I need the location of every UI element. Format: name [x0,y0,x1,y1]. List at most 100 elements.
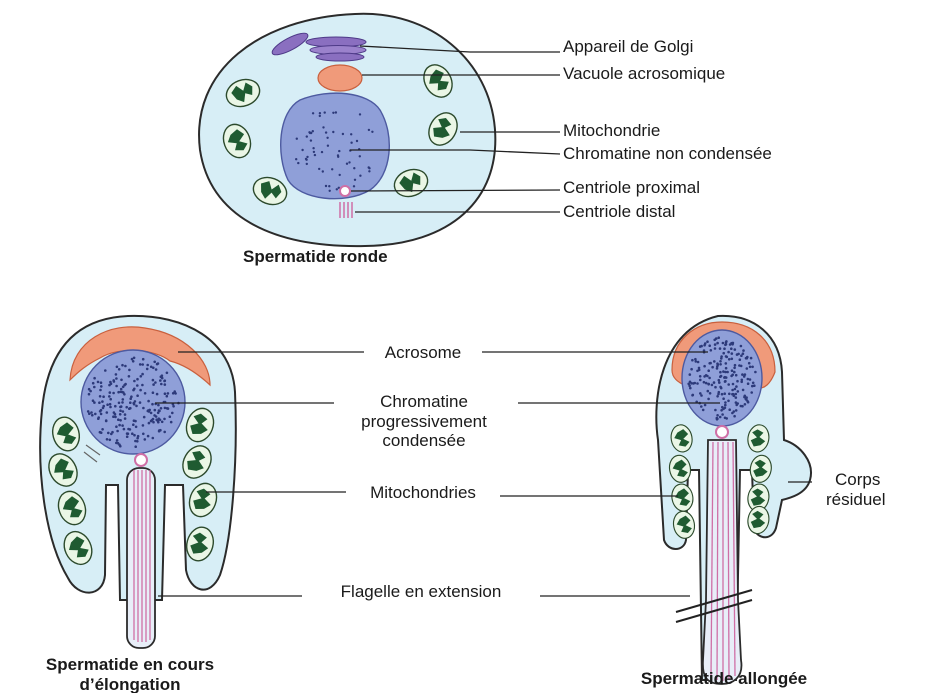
chromatin-dot [699,375,702,378]
chromatin-dot [151,403,154,406]
label-chromatine-nc: Chromatine non condensée [563,144,772,163]
chromatin-dot [88,412,91,415]
chromatin-dot [295,158,297,160]
chromatin-dot [742,349,745,352]
chromatin-dot [115,385,118,388]
label-corps-1: Corps [835,470,880,489]
chromatin-dot [152,391,155,394]
chromatin-dot [342,133,344,135]
chromatin-dot [122,410,125,413]
chromatin-dot [731,358,734,361]
chromatin-dot [101,428,104,431]
chromatin-dot [713,360,716,363]
chromatin-dot [88,393,91,396]
chromatin-dot [163,431,166,434]
chromatin-dot [163,418,166,421]
chromatin-dot [725,343,728,346]
chromatin-dot [154,409,157,412]
chromatin-dot [137,435,140,438]
chromatin-dot [716,414,719,417]
chromatin-dot [117,391,120,394]
chromatin-dot [735,404,738,407]
chromatin-dot [718,379,721,382]
chromatin-dot [690,368,693,371]
chromatin-dot [331,168,333,170]
chromatin-dot [729,343,732,346]
chromatin-dot [97,381,100,384]
chromatin-dot [359,155,361,157]
chromatin-dot [724,417,727,420]
chromatin-dot [124,383,127,386]
chromatin-dot [735,393,738,396]
chromatin-dot [350,133,352,135]
chromatin-dot [124,365,127,368]
chromatin-dot [166,407,169,410]
label-golgi: Appareil de Golgi [563,37,693,56]
chromatin-dot [126,435,129,438]
chromatin-dot [136,384,139,387]
chromatin-dot [150,420,153,423]
chromatin-dot [128,369,131,372]
chromatin-dot [732,383,735,386]
chromatin-dot [322,126,324,128]
chromatin-dot [719,360,722,363]
chromatin-dot [742,389,745,392]
chromatin-dot [726,356,729,359]
chromatin-dot [329,190,331,192]
chromatin-dot [694,382,697,385]
label-centriole-dist: Centriole distal [563,202,675,221]
chromatin-dot [702,409,705,412]
chromatin-dot [696,370,699,373]
chromatin-dot [148,422,151,425]
chromatin-dot [742,352,745,355]
chromatin-dot [327,145,329,147]
chromatin-dot [714,343,717,346]
chromatin-dot [725,340,728,343]
chromatin-dot [144,392,147,395]
chromatin-dot [141,363,144,366]
chromatin-dot [734,364,737,367]
chromatin-dot [105,419,108,422]
chromatin-dot [134,400,137,403]
chromatin-dot [700,394,703,397]
acrosomal-vacuole [318,65,362,91]
chromatin-dot [156,363,159,366]
chromatin-dot [124,417,127,420]
chromatin-dot [700,345,703,348]
chromatin-dot [142,407,145,410]
chromatin-dot [118,424,121,427]
chromatin-dot [339,174,341,176]
chromatin-dot [717,363,720,366]
chromatin-dot [100,381,103,384]
chromatin-dot [119,445,122,448]
chromatin-dot [301,149,303,151]
label-mitochondries: Mitochondries [370,483,476,502]
chromatin-dot [169,415,172,418]
label-vacuole: Vacuole acrosomique [563,64,725,83]
chromatin-dot [319,115,321,117]
chromatin-dot [305,159,307,161]
chromatin-dot [728,393,731,396]
chromatin-dot [113,411,116,414]
chromatin-dot [328,185,330,187]
chromatin-dot [752,382,755,385]
chromatin-dot [719,375,722,378]
chromatin-dot [312,147,314,149]
chromatin-dot [172,405,175,408]
chromatin-dot [161,421,164,424]
chromatin-dot [696,382,699,385]
chromatin-dot [703,381,706,384]
chromatin-dot [136,378,139,381]
chromatin-dot [150,412,153,415]
chromatin-dot [119,413,122,416]
chromatin-dot [749,378,752,381]
chromatin-dot [368,170,370,172]
chromatin-dot [719,371,722,374]
chromatin-dot [322,170,324,172]
chromatin-dot [97,417,100,420]
elongated-spermatid: Spermatide allongée [641,316,811,688]
chromatin-dot [166,372,169,375]
chromatin-dot [139,389,142,392]
chromatin-dot [337,154,339,156]
chromatin-dot [721,413,724,416]
